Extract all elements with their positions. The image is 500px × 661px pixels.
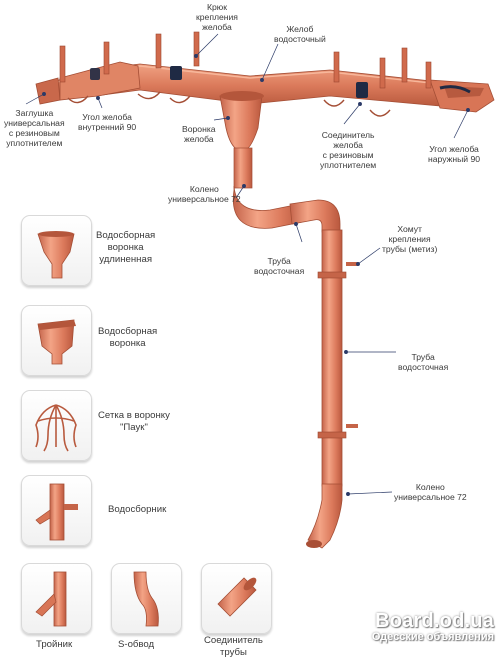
rubber-seal-left [170, 66, 182, 80]
rubber-seal-right [356, 82, 368, 98]
tee-icon [35, 571, 67, 627]
card-pipe-connector [201, 563, 272, 634]
pipe-connector-icon [217, 577, 257, 617]
funnel-icon [37, 319, 76, 365]
card-label-tee: Тройник [36, 639, 73, 650]
gutter-hooks [59, 31, 432, 89]
card-funnel-long [21, 215, 92, 286]
spider-icon [35, 404, 77, 452]
funnel-long-icon [37, 231, 75, 279]
inner-corner-piece [59, 61, 141, 101]
card-tee [21, 563, 92, 634]
card-label-s-bend: S-обвод [118, 639, 155, 650]
pipe-clamps [317, 262, 358, 439]
elbow-top [232, 185, 303, 229]
card-s-bend [111, 563, 182, 634]
funnel-piece [219, 95, 263, 151]
elbow-bottom [307, 483, 343, 549]
end-cap-piece [35, 77, 61, 105]
downpipe [321, 229, 343, 487]
collector-icon [35, 483, 78, 541]
watermark: Board.od.ua Одесские объявления [372, 610, 494, 643]
watermark-tagline: Одесские объявления [371, 631, 494, 643]
s-bend-icon [133, 571, 159, 627]
leader-lines [25, 33, 470, 496]
card-label-collector: Водосборник [108, 504, 167, 515]
watermark-site: Board.od.ua [375, 610, 494, 632]
card-funnel [21, 305, 92, 376]
card-spider [21, 390, 92, 461]
card-collector [21, 475, 92, 546]
card-label-spider: Сетка в воронку"Паук" [98, 410, 170, 433]
gutter-brackets [67, 91, 391, 117]
